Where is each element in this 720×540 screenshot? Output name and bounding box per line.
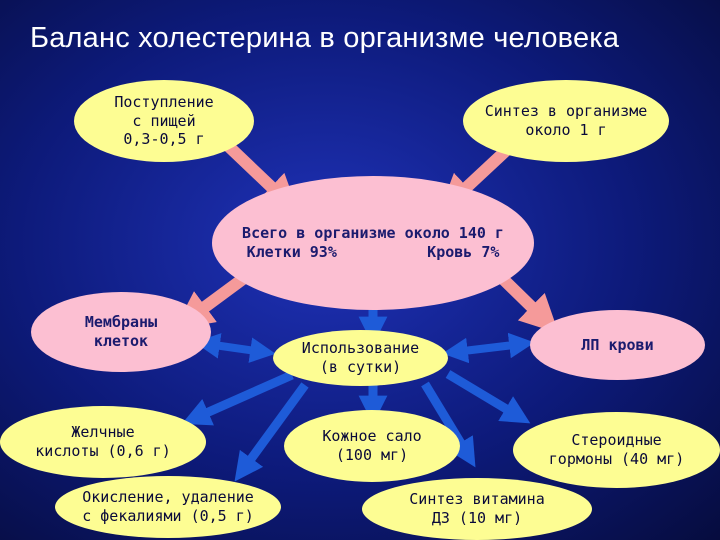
node-bile-acids-label: Желчные кислоты (0,6 г): [35, 423, 171, 460]
arrow-usage-to-steroids: [445, 370, 531, 424]
node-steroid-hormones: Стероидные гормоны (40 мг): [513, 412, 720, 488]
slide-title: Баланс холестерина в организме человека: [30, 22, 620, 54]
node-total-label: Всего в организме около 140 г Клетки 93%…: [242, 224, 504, 261]
node-food-intake: Поступление с пищей 0,3-0,5 г: [74, 80, 254, 162]
node-food-intake-label: Поступление с пищей 0,3-0,5 г: [114, 92, 214, 149]
node-membranes: Мембраны клеток: [31, 292, 211, 372]
node-synthesis: Синтез в организме около 1 г: [463, 80, 669, 162]
node-bile-acids: Желчные кислоты (0,6 г): [0, 406, 206, 478]
arrow-usage-to-vitd: [421, 381, 476, 468]
node-lp-blood-label: ЛП крови: [581, 335, 654, 354]
node-total: Всего в организме около 140 г Клетки 93%…: [212, 176, 534, 310]
node-lp-blood: ЛП крови: [530, 310, 705, 380]
node-usage: Использование (в сутки): [273, 330, 448, 386]
node-oxidation-label: Окисление, удаление с фекалиями (0,5 г): [82, 488, 254, 525]
node-membranes-label: Мембраны клеток: [84, 313, 158, 350]
arrow-usage-to-bile: [181, 370, 294, 426]
node-skin-sebum: Кожное сало (100 мг): [284, 410, 460, 482]
node-vitamin-d3-label: Синтез витамина Д3 (10 мг): [409, 490, 545, 527]
arrow-membranes-usage: [194, 333, 276, 363]
node-vitamin-d3: Синтез витамина Д3 (10 мг): [362, 478, 592, 540]
arrow-total-to-lp: [497, 273, 559, 334]
arrow-usage-to-oxidation: [234, 382, 309, 482]
node-oxidation: Окисление, удаление с фекалиями (0,5 г): [55, 476, 281, 538]
node-steroid-hormones-label: Стероидные гормоны (40 мг): [548, 431, 685, 468]
arrow-usage-lp: [442, 332, 535, 364]
node-synthesis-label: Синтез в организме около 1 г: [484, 102, 648, 139]
node-usage-label: Использование (в сутки): [301, 339, 420, 376]
node-skin-sebum-label: Кожное сало (100 мг): [322, 427, 422, 464]
